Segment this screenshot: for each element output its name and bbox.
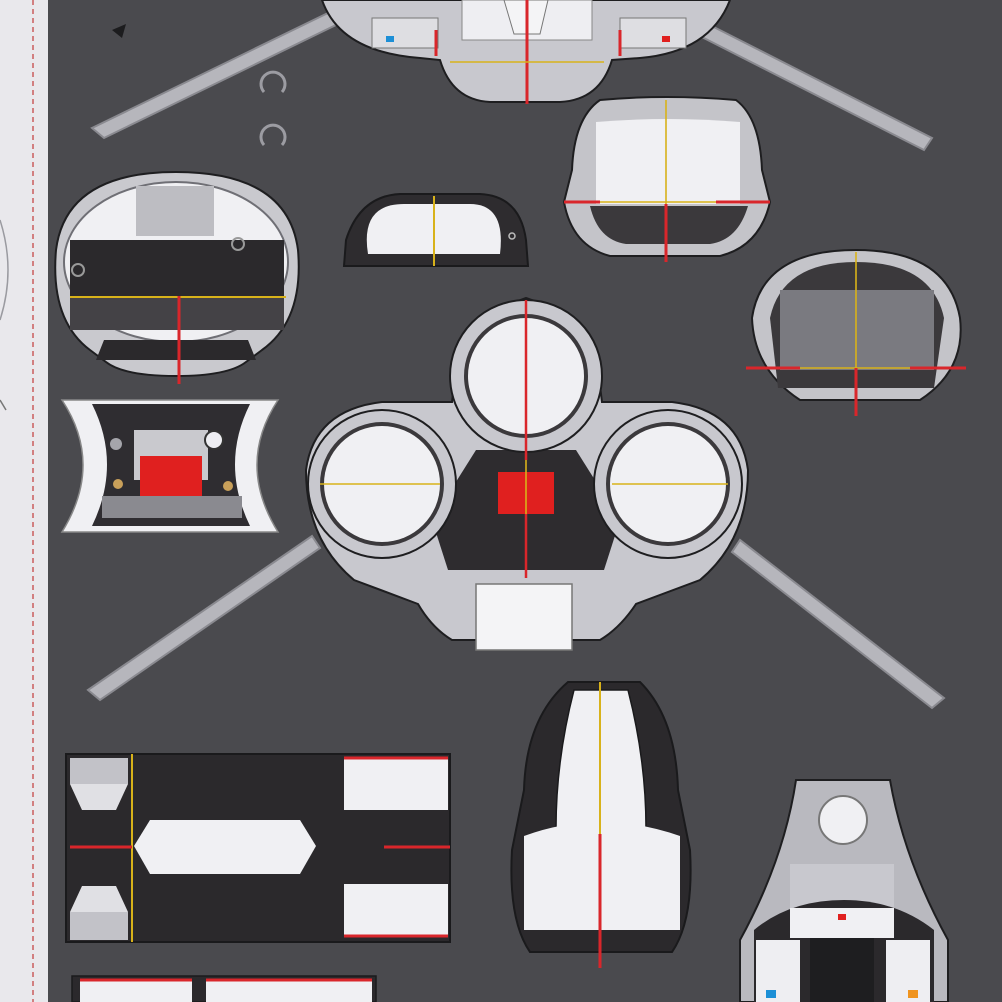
paper-margin [0, 0, 48, 1002]
nose-cone-piece [510, 681, 692, 968]
right-cover-bottom [746, 248, 966, 416]
small-lens-piece [342, 193, 530, 267]
glue-marker-icons [112, 24, 287, 146]
cockpit-hull-piece [739, 779, 949, 1002]
right-cover-top [562, 96, 772, 262]
top-pod-assembly [90, 0, 934, 152]
left-wheel-housing [54, 170, 300, 384]
bottom-strip-stub [71, 975, 377, 1002]
engine-bay-piece [60, 399, 280, 533]
strip-panel [65, 753, 451, 943]
triple-pod-assembly [86, 296, 946, 710]
